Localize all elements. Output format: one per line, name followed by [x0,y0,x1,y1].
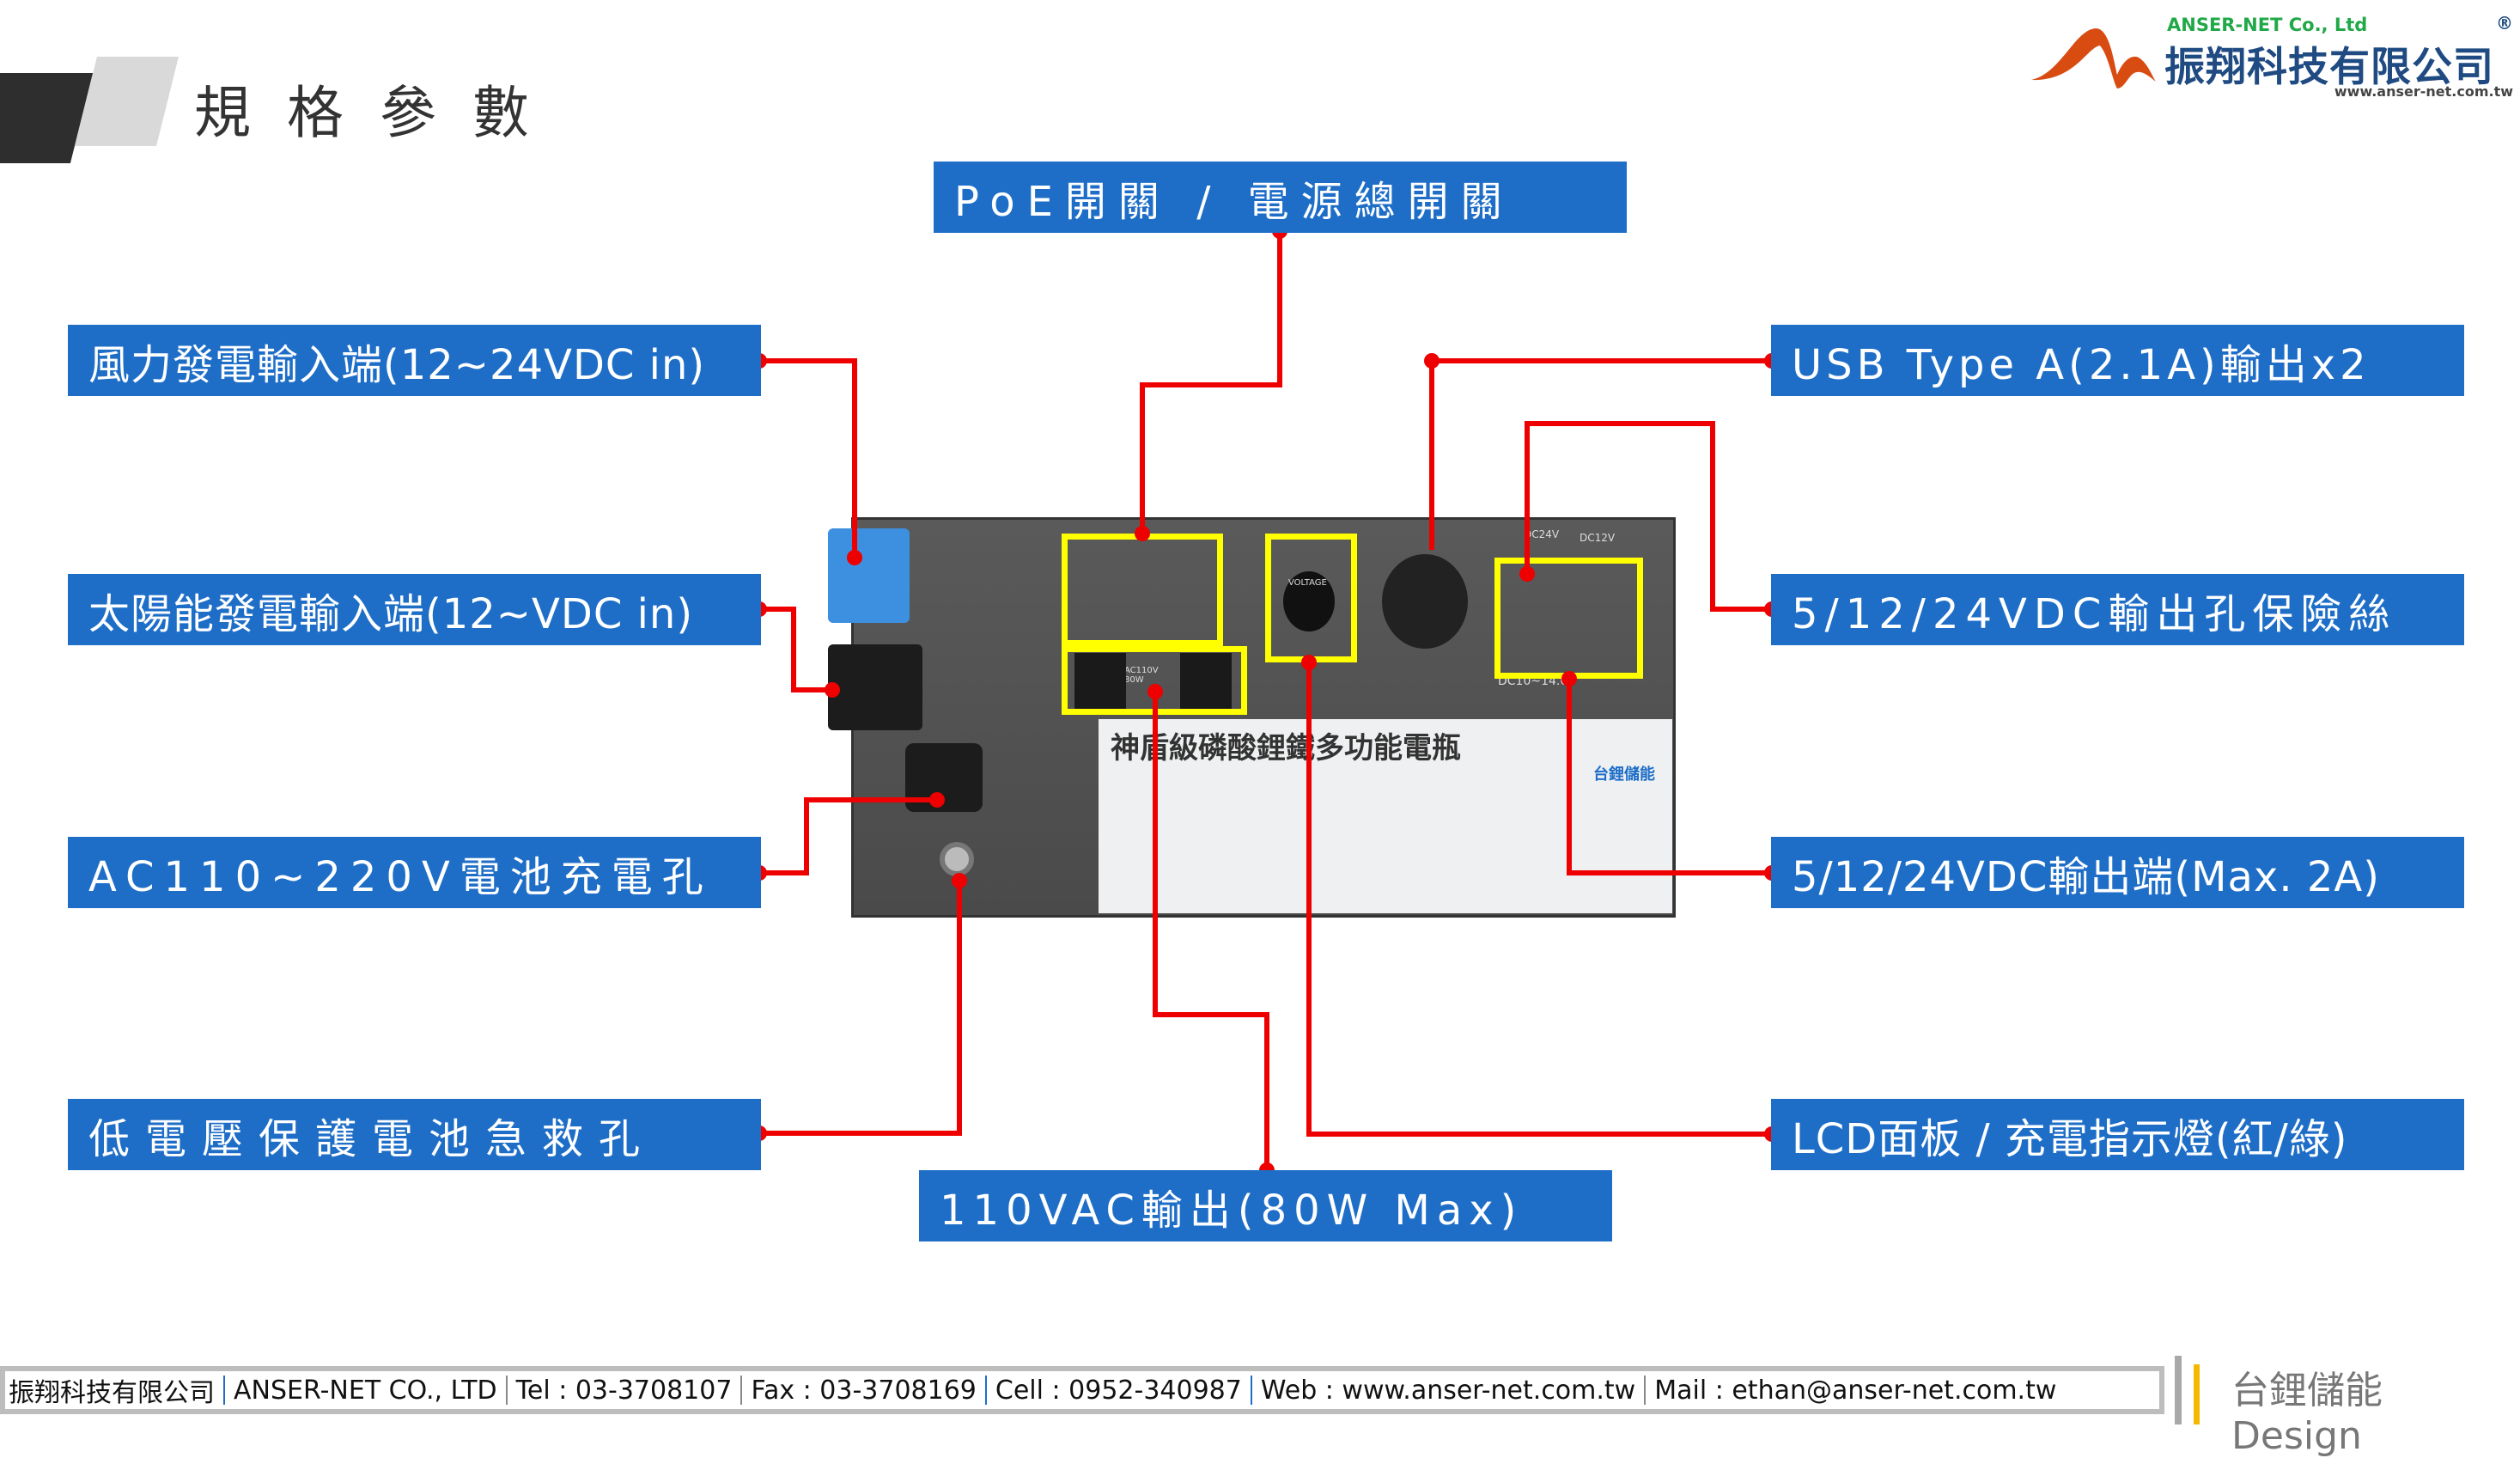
ac-outlet-icon [1180,653,1232,709]
footer-mail-link[interactable]: Mail : ethan@anser-net.com.tw [1654,1375,2057,1406]
footer-accent [2194,1364,2200,1424]
line-ac-out [1153,692,1269,1170]
label-fuse: 5/12/24VDC輸出孔保險絲 [1771,574,2464,645]
page-title: 規格參數 [194,80,565,146]
label-low-voltage: 低電壓保護電池急救孔 [68,1099,761,1170]
company-logo: ANSER-NET Co., Ltd 振翔科技有限公司 www.anser-ne… [2027,13,2520,100]
usb-port-icon [1382,554,1468,649]
label-usb-output: USB Type A(2.1A)輸出x2 [1771,325,2464,396]
label-dc-output: 5/12/24VDC輸出端(Max. 2A) [1771,837,2464,908]
anderson-connector-blue [828,528,910,623]
label-lcd: LCD面板 / 充電指示燈(紅/綠) [1771,1099,2464,1170]
line-usb [1429,358,1772,550]
bird-logo-icon [2031,28,2156,88]
label-wind-input: 風力發電輸入端(12~24VDC in) [68,325,761,396]
line-fuse [1525,421,1772,612]
line-dc-out [1567,679,1772,875]
line-poe [1140,231,1282,534]
label-solar-input: 太陽能發電輸入端(12~VDC in) [68,574,761,645]
line-solar [759,607,832,692]
ac-outlet-icon [1074,653,1126,709]
label-poe-switch: PoE開關 / 電源總開關 [934,162,1627,233]
line-low-voltage [759,881,962,1136]
line-wind [759,358,857,558]
footer-brand: 台鋰儲能 Design [2231,1369,2383,1458]
voltage-display-icon [1283,571,1335,631]
product-sticker: 神盾級磷酸鋰鐵多功能電瓶 台鋰儲能 [1099,719,1672,913]
label-ac-output: 110VAC輸出(80W Max) [919,1170,1612,1241]
anderson-connector-black [828,644,922,730]
line-lcd [1306,662,1772,1137]
label-ac-charge: AC110~220V電池充電孔 [68,837,761,908]
footer-divider [2175,1356,2182,1424]
footer-contact-bar: 振翔科技有限公司 ANSER-NET CO., LTD Tel : 03-370… [0,1366,2164,1414]
line-ac-charge [759,797,937,875]
footer-web-link[interactable]: Web : www.anser-net.com.tw [1260,1375,1636,1406]
